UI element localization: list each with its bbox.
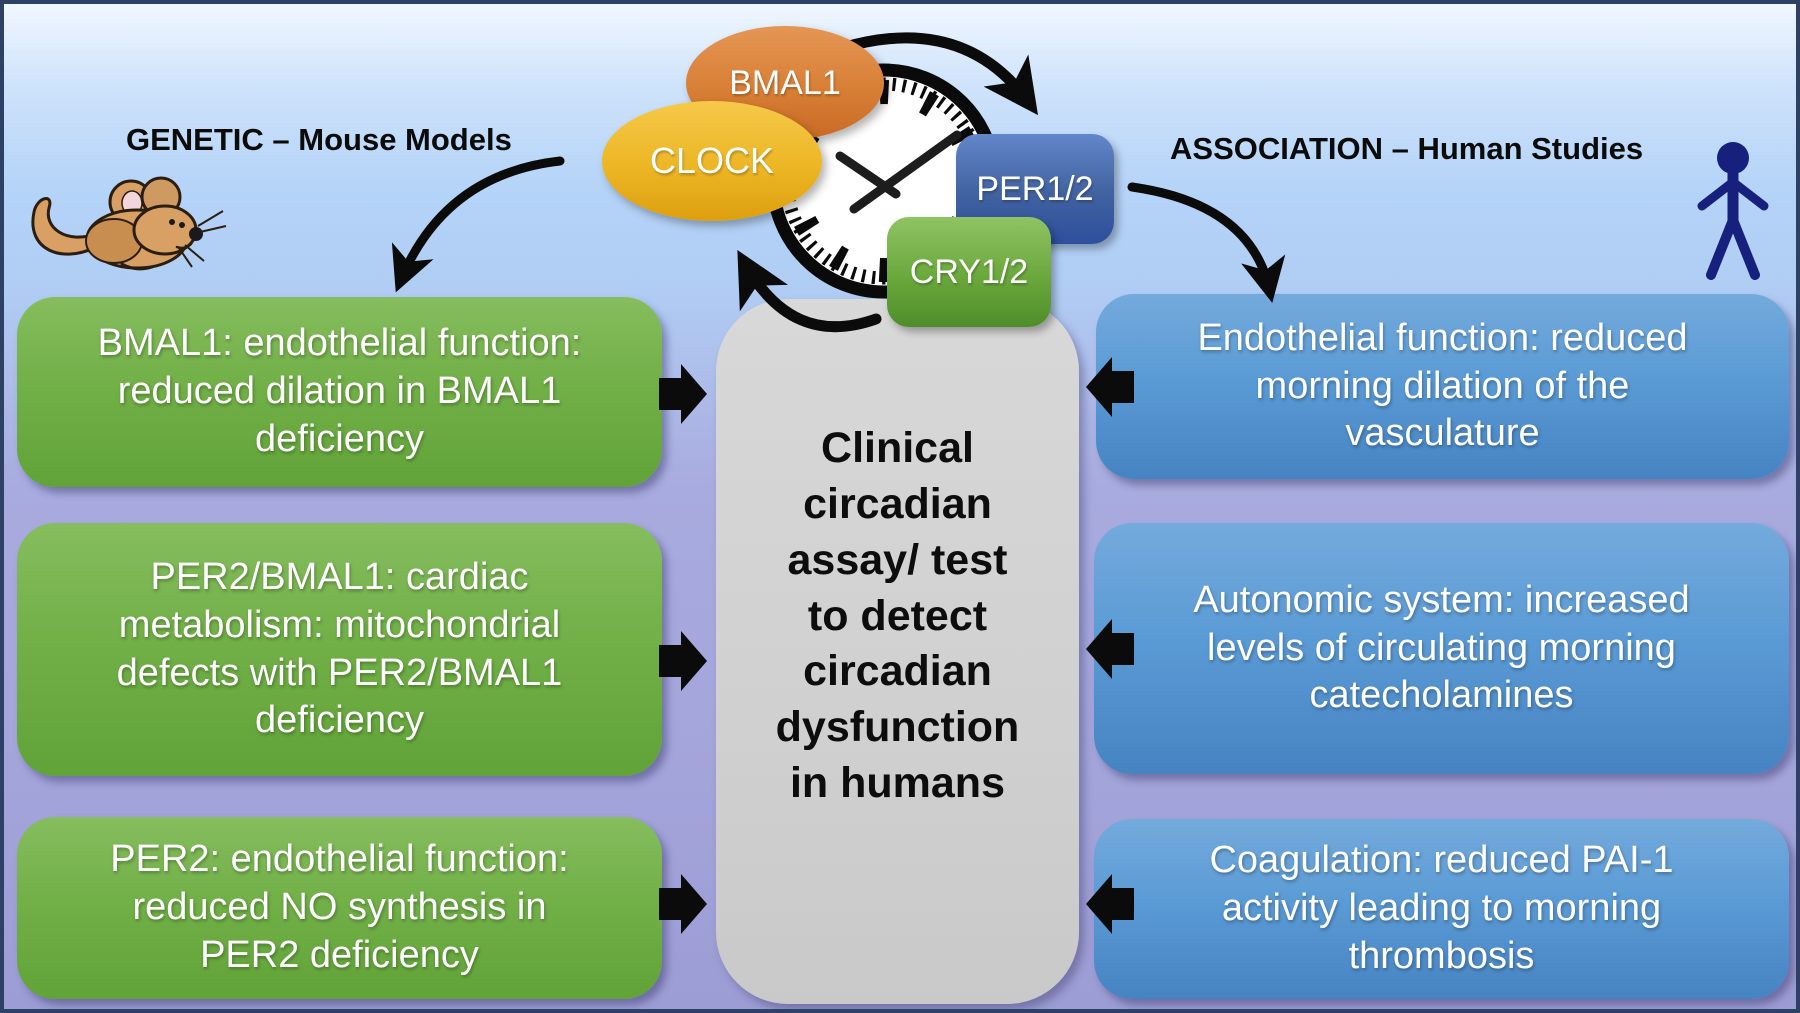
block-arrow-right-2-icon [659,631,707,691]
genetic-finding-box-2: PER2/BMAL1: cardiac metabolism: mitochon… [17,523,662,776]
connector-arrow-right-icon [1127,182,1286,304]
clock-ellipse: CLOCK [602,101,822,221]
cry-tag: CRY1/2 [887,217,1051,327]
per-label: PER1/2 [976,169,1094,208]
clock-minute-hand [849,130,962,214]
clock-hour-hand [835,151,901,199]
clock-label: CLOCK [649,140,775,181]
cry-label: CRY1/2 [909,252,1029,291]
genetic-finding-box-1: BMAL1: endothelial function: reduced dil… [17,297,662,487]
association-finding-box-2: Autonomic system: increased levels of ci… [1094,523,1789,774]
genetic-header: GENETIC – Mouse Models [126,122,512,157]
block-arrow-right-1-icon [659,364,707,424]
mouse-icon [31,176,227,271]
connector-arrow-left-icon [391,156,565,293]
bmal1-label: BMAL1 [729,63,841,102]
association-finding-box-1: Endothelial function: reduced morning di… [1096,294,1789,479]
association-header: ASSOCIATION – Human Studies [1170,131,1644,166]
center-conclusion-box: Clinical circadian assay/ test to detect… [716,299,1079,1004]
block-arrow-right-3-icon [659,874,707,934]
association-finding-box-3: Coagulation: reduced PAI-1 activity lead… [1094,819,1789,999]
genetic-finding-box-3: PER2: endothelial function: reduced NO s… [17,817,662,999]
center-conclusion-text: Clinical circadian assay/ test to detect… [775,423,1020,808]
person-icon [1697,142,1769,280]
